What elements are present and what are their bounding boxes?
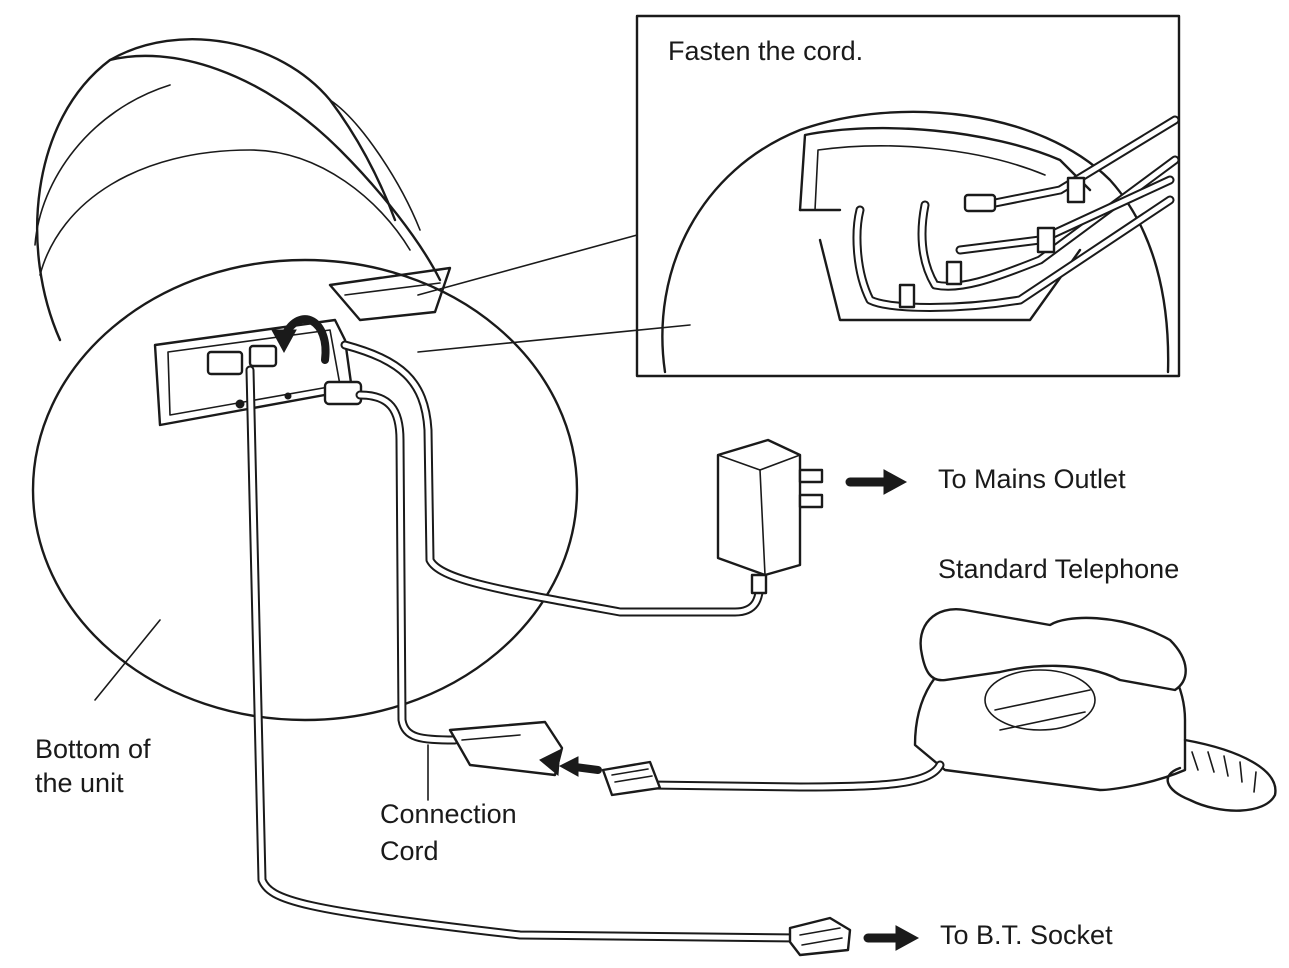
inset-frame [635,14,1181,378]
unit-top-rim [108,54,442,282]
connector-panel [153,318,354,427]
telephone [601,608,1277,812]
inset-unit-outline [661,110,1170,374]
phone-jack [248,344,278,368]
base-unit-drawing [31,37,579,722]
connection-cord-label-line2: Cord [380,836,439,866]
bottom-of-unit-label-line2: the unit [35,768,124,798]
adaptor-arrow-icon [571,763,602,774]
bt-socket-label: To B.T. Socket [940,920,1113,950]
unit-bottom-face [31,258,579,722]
telephone-plug [601,760,662,797]
inset-detail [417,14,1181,378]
zoom-line-bottom [417,324,691,353]
standard-telephone-label: Standard Telephone [938,554,1180,584]
connection-plug [323,380,363,406]
bottom-of-unit-label-line1: Bottom of [35,734,151,764]
telephone-adaptor [448,720,602,777]
routing-arrow-icon [281,315,330,364]
bottom-label-pointer [94,619,161,701]
connection-cord-label-line1: Connection [380,799,517,829]
ac-adaptor [716,438,908,595]
mains-outlet-label: To Mains Outlet [938,464,1126,494]
inset-caption: Fasten the cord. [668,36,864,66]
coiled-cord [1166,738,1277,812]
unit-body-outline [35,37,397,342]
cords [245,340,805,943]
bt-plug [788,916,920,957]
line-jack [206,350,244,376]
zoom-line-top [417,234,638,296]
telephone-handset [919,608,1187,692]
